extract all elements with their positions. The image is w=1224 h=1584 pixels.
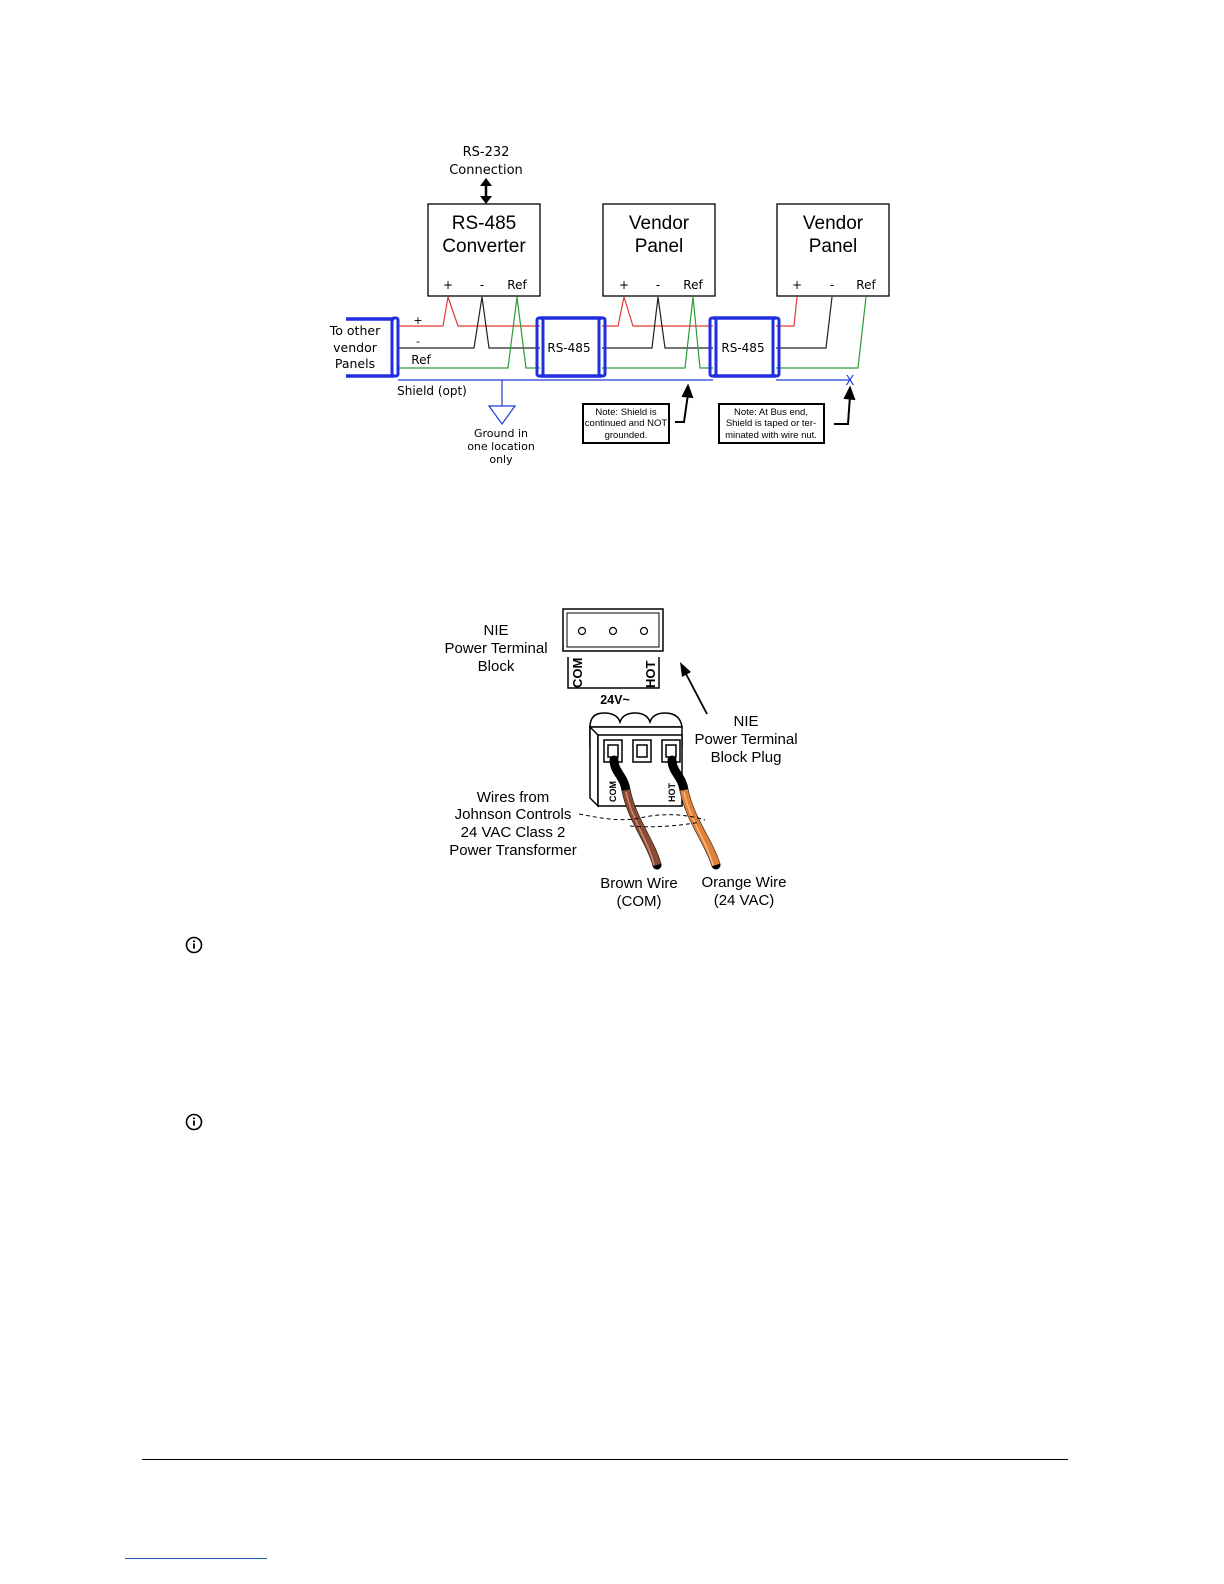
rs232-label-line1: RS-232 [463,145,510,160]
footer-link-underline[interactable] [125,1558,267,1559]
com-label: COM [570,658,585,688]
converter-terminal-ref: Ref [507,278,527,292]
shield-end-mark: X [846,374,855,389]
brown-wire-label-line2: (COM) [617,893,662,910]
hot-label: HOT [643,661,658,689]
block-label-line2: Power Terminal [444,640,547,657]
voltage-label: 24V~ [600,693,630,707]
wires-label-line3: 24 VAC Class 2 [461,824,566,841]
plug-label-line1: NIE [733,713,758,730]
ground-label-line1: Ground in [474,427,528,440]
cable-segment-2 [708,316,781,378]
panel2-title-line1: Vendor [803,213,864,234]
panel1-title-line2: Panel [635,236,684,257]
cable-segment-1 [535,316,607,378]
rs232-double-arrow [480,178,492,204]
panel1-terminal-minus: - [656,278,660,292]
panel1-title-line1: Vendor [629,213,690,234]
plug-label-line3: Block Plug [711,749,782,766]
panel2-terminal-ref: Ref [856,278,876,292]
plug-com-label: COM [608,781,618,802]
info-icon [185,1113,203,1131]
wire-minus-label: - [416,335,420,348]
footer-divider [142,1459,1068,1460]
wire-plus-label: + [413,314,422,327]
brown-wire-label-line1: Brown Wire [600,875,678,892]
shield-label: Shield (opt) [397,384,467,398]
to-other-line3: Panels [335,356,375,371]
vendor-panel-1-box [602,203,716,297]
panel2-terminal-plus: + [792,278,802,292]
rs485-converter-box [427,203,541,297]
note2-line1: Note: At Bus end, [734,407,808,418]
wires-label-line2: Johnson Controls [455,806,572,823]
cable1-label: RS-485 [547,341,590,355]
note1-line2: continued and NOT [585,418,668,429]
panel1-terminal-ref: Ref [683,278,703,292]
converter-terminal-plus: + [443,278,453,292]
cable2-label: RS-485 [721,341,764,355]
converter-title-line1: RS-485 [452,213,516,234]
panel2-terminal-minus: - [830,278,834,292]
orange-wire-label-line2: (24 VAC) [714,892,775,909]
ground-label-line2: one location [467,440,535,453]
wire-ref [398,296,867,369]
wires-label-line1: Wires from [477,789,550,806]
panel1-terminal-plus: + [619,278,629,292]
wire-shield [398,379,850,406]
note2-arrow [834,385,856,425]
incoming-cable [346,316,400,378]
wire-plus [398,296,798,327]
power-terminal-diagram: COM HOT 24V~ NIE Power Terminal Block CO… [444,608,798,910]
to-other-line1: To other [329,323,381,338]
vendor-panel-2-box [776,203,890,297]
ground-symbol [487,405,517,426]
panel2-title-line2: Panel [809,236,858,257]
orange-wire-label-line1: Orange Wire [701,874,786,891]
converter-title-line2: Converter [442,236,526,257]
note1-box [582,403,670,444]
info-icon [185,936,203,954]
note2-line2: Shield is taped or ter- [726,418,816,429]
wires-dashed-leader [578,813,706,828]
note2-box [718,403,825,444]
note1-line3: grounded. [605,430,648,441]
plug-label-line2: Power Terminal [694,731,797,748]
wires-label-line4: Power Transformer [449,842,577,859]
plug-hot-label: HOT [667,783,677,803]
converter-terminal-minus: - [480,278,484,292]
wire-ref-label: Ref [411,353,431,367]
block-label-line1: NIE [483,622,508,639]
plug-to-block-arrow [680,662,708,715]
to-other-line2: vendor [333,340,378,355]
com-hot-bracket [567,657,660,689]
note1-line1: Note: Shield is [595,407,657,418]
block-label-line3: Block [478,658,515,675]
note2-line3: minated with wire nut. [725,430,817,441]
nie-power-terminal-block-plug [589,712,683,808]
rs232-label-line2: Connection [449,163,523,178]
note1-arrow [675,383,694,423]
ground-label-line3: only [489,453,513,466]
wire-minus [398,296,833,349]
